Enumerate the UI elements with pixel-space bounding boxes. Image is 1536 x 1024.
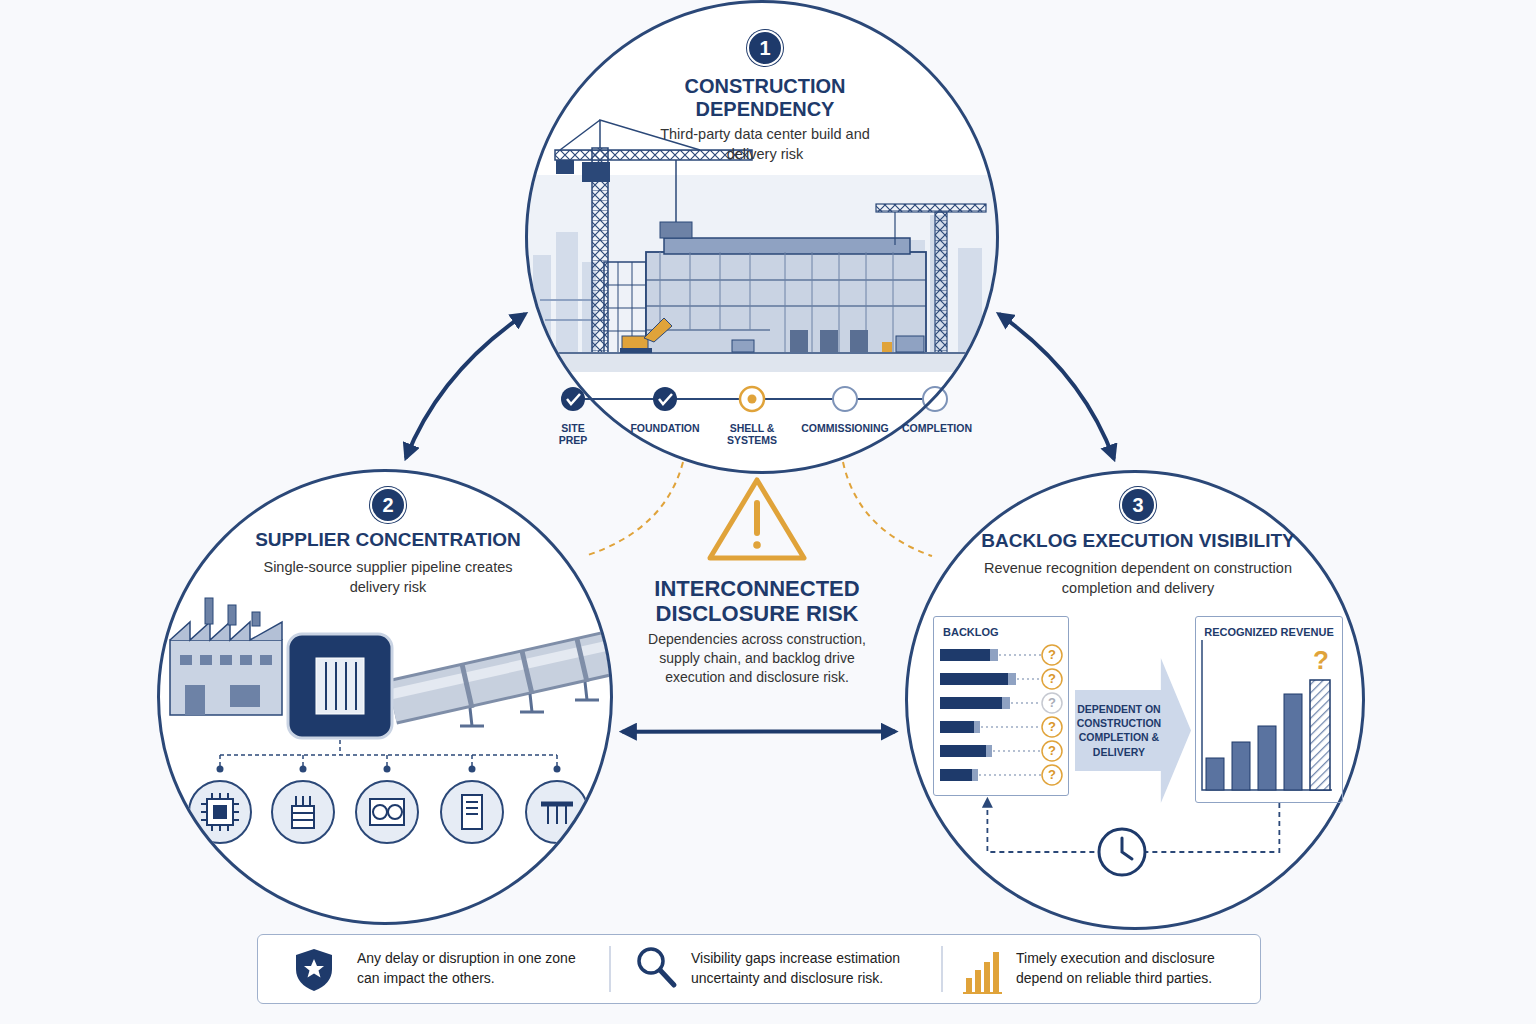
stage-label: COMPLETION (902, 422, 972, 434)
callout-number: 3 (1120, 487, 1156, 523)
construction-scene (520, 120, 1010, 372)
node-heading: CONSTRUCTION DEPENDENCY (645, 75, 885, 121)
stage-label: FOUNDATION (630, 422, 699, 434)
dependency-arrow: DEPENDENT ON CONSTRUCTION COMPLETION & D… (1075, 658, 1191, 803)
node-text: Timely execution and disclosure depend o… (1016, 949, 1251, 988)
question-mark: ? (1048, 768, 1056, 783)
question-mark: ? (1048, 720, 1056, 735)
node-text: Revenue recognition dependent on constru… (978, 559, 1298, 598)
circle-ground (158, 470, 612, 924)
stage-label: SITE PREP (551, 422, 595, 446)
node-text: Visibility gaps increase estimation unce… (691, 949, 931, 988)
arrow-shape (1075, 658, 1191, 803)
circle-ground (906, 471, 1364, 929)
zone-circle: BACKLOG EXECUTION VISIBILITY Revenue reco… (905, 470, 1365, 930)
question-rings (1042, 645, 1062, 785)
zone-circle: CONSTRUCTION DEPENDENCY Third-party data … (525, 0, 999, 474)
zone-circle: SUPPLIER CONCENTRATION Single-source supp… (157, 469, 613, 925)
node-heading: 1 (749, 32, 781, 64)
center-body: Dependencies across construction, supply… (632, 630, 882, 687)
node-heading: BACKLOG EXECUTION VISIBILITY (963, 530, 1313, 553)
question-mark: ? (1313, 646, 1329, 676)
callout-number: 1 (747, 30, 783, 66)
node-heading: SUPPLIER CONCENTRATION (203, 529, 573, 552)
question-mark: ? (1048, 672, 1056, 687)
node-heading: RECOGNIZED REVENUE (1196, 626, 1342, 639)
node-heading: 2 (372, 489, 404, 521)
timeline (561, 387, 947, 411)
question-mark: ? (1048, 744, 1056, 759)
center-heading: INTERCONNECTED DISCLOSURE RISK (632, 576, 882, 627)
dependency-connector (999, 314, 1114, 459)
question-mark: ? (1048, 648, 1056, 663)
supplier-scene (170, 598, 615, 843)
backlog-chart (930, 613, 1340, 800)
dependency-connector (406, 314, 525, 458)
node-heading: BACKLOG (943, 626, 1053, 639)
callout-number: 2 (370, 487, 406, 523)
stage-label: SHELL & SYSTEMS (719, 422, 785, 446)
node-heading: 3 (1122, 489, 1154, 521)
node-heading: DEPENDENT ON CONSTRUCTION COMPLETION & D… (1077, 690, 1161, 771)
clock-icon (1099, 829, 1145, 875)
band-ground (257, 934, 1261, 1004)
question-mark: ? (1048, 696, 1056, 711)
dependency-connector (622, 730, 895, 734)
stage-label: COMMISSIONING (801, 422, 889, 434)
warning-symbol (585, 462, 932, 558)
node-text: Single-source supplier pipeline creates … (248, 558, 528, 597)
summary-band: Any delay or disruption in one zone can … (257, 934, 1261, 1004)
node-text: Third-party data center build and delive… (635, 125, 895, 164)
node-heading: Any delay or disruption in one zone can … (357, 949, 582, 988)
revenue-panel: RECOGNIZED REVENUE (1195, 616, 1343, 803)
